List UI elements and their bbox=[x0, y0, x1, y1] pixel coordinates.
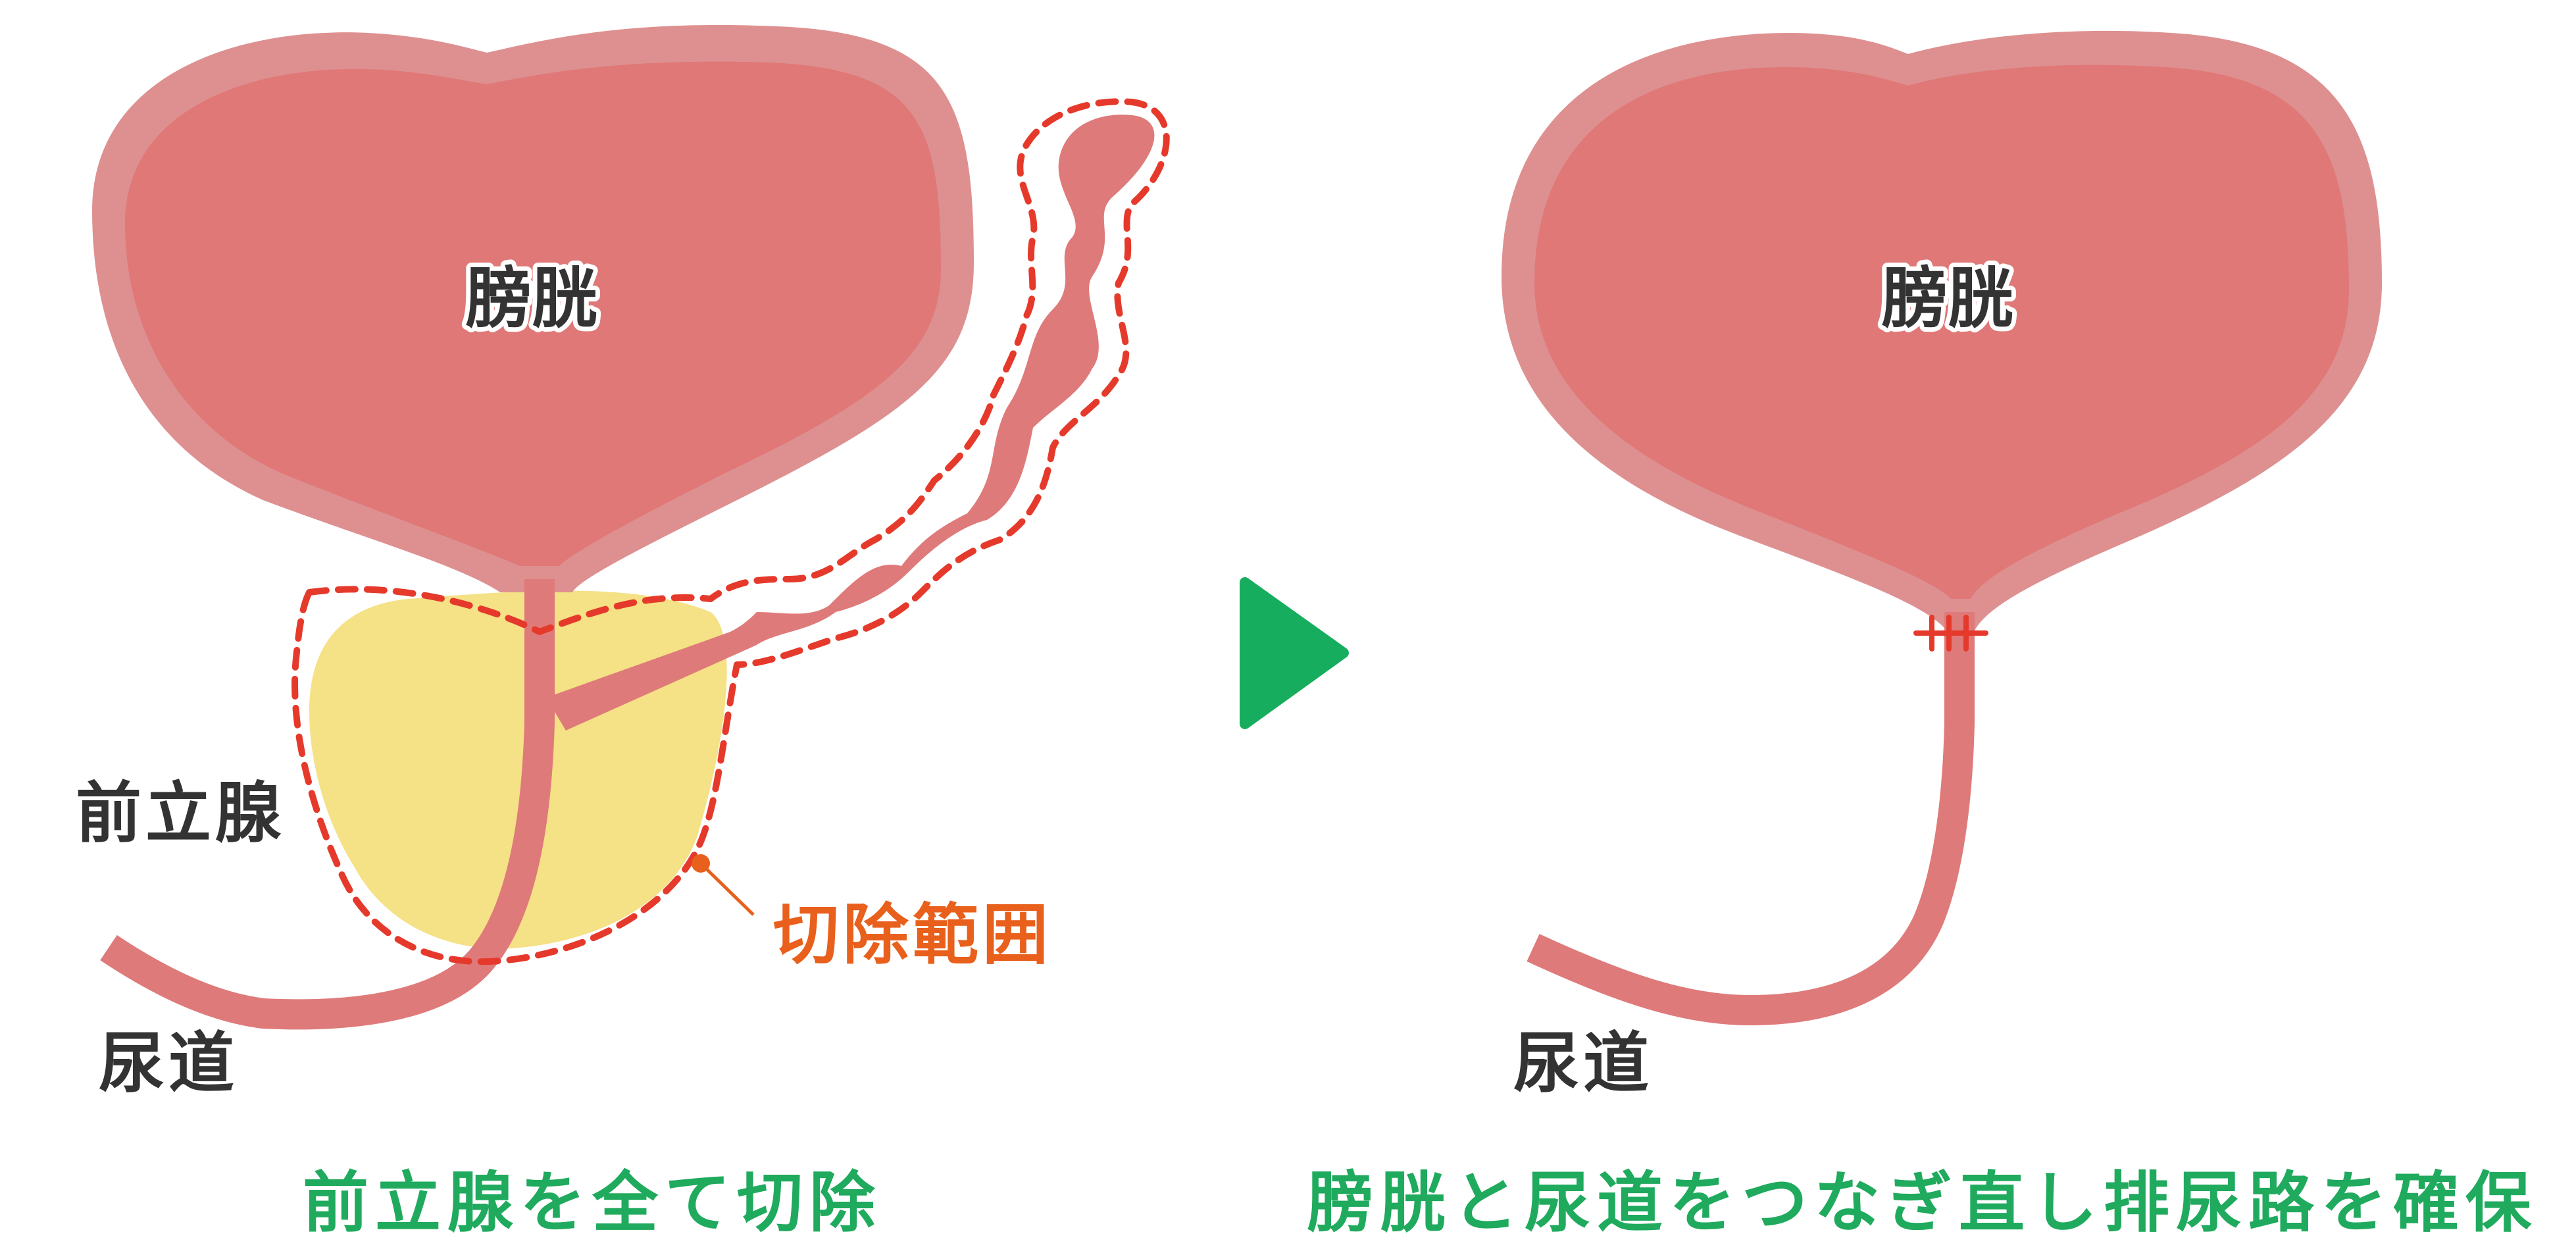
bladder-right-inner bbox=[1534, 64, 2349, 599]
suture-marks bbox=[1913, 615, 1988, 652]
prostate-label: 前立腺 bbox=[76, 775, 285, 852]
right-caption: 膀胱と尿道をつなぎ直し排尿路を確保 bbox=[1307, 1164, 2538, 1241]
left-panel: 膀胱 前立腺 尿道 切除範囲 前立腺を全て切除 bbox=[76, 25, 1170, 1241]
urethra-left bbox=[100, 579, 555, 1030]
bladder-left-inner bbox=[125, 61, 941, 566]
left-caption: 前立腺を全て切除 bbox=[303, 1164, 882, 1241]
urethra-label-right: 尿道 bbox=[1513, 1025, 1653, 1102]
excision-range-outline bbox=[291, 98, 1170, 965]
right-panel: 膀胱 尿道 膀胱と尿道をつなぎ直し排尿路を確保 bbox=[1307, 30, 2538, 1241]
excision-leader-line bbox=[699, 862, 755, 916]
excision-range-label: 切除範囲 bbox=[773, 896, 1052, 973]
urethra-right bbox=[1527, 612, 1975, 1025]
excision-leader-dot bbox=[692, 854, 710, 873]
play-triangle-icon bbox=[1240, 577, 1349, 729]
seminal-vesicle-left bbox=[546, 115, 1155, 731]
bladder-label-left: 膀胱 bbox=[466, 260, 597, 337]
bladder-label-right: 膀胱 bbox=[1882, 260, 2013, 337]
urethra-label-left: 尿道 bbox=[99, 1025, 238, 1102]
